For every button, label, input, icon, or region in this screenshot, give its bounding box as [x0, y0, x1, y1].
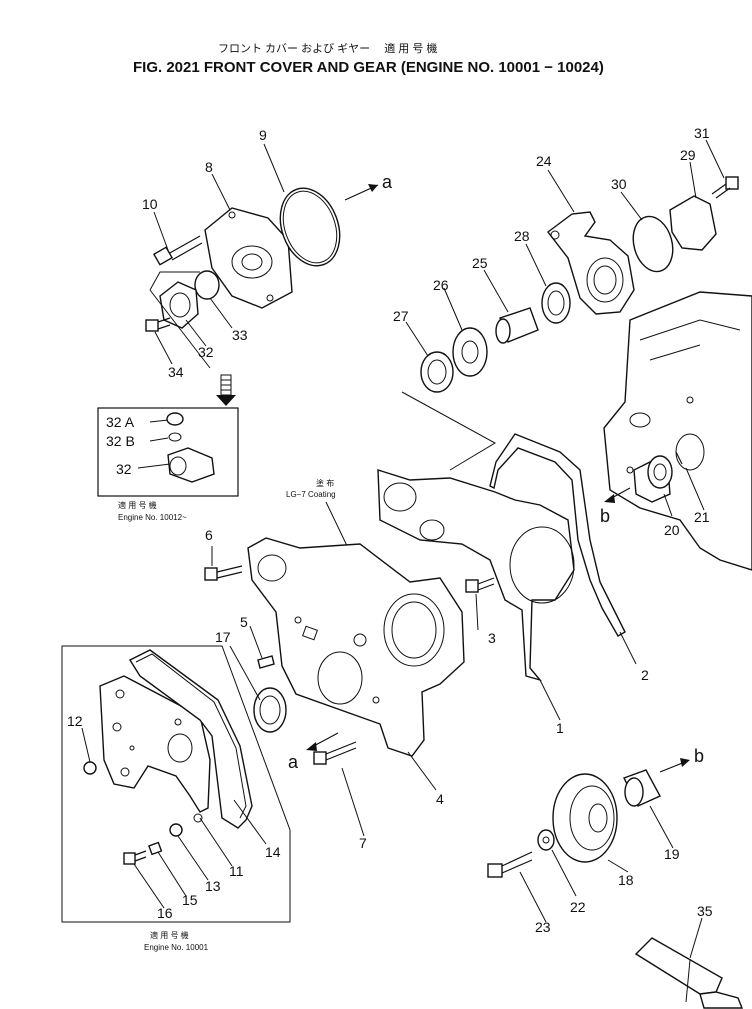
- part-5-pin: [257, 655, 275, 669]
- callout-6: 6: [205, 527, 213, 543]
- inset-label-32: 32: [116, 461, 132, 477]
- part-30-oring: [632, 215, 674, 273]
- part-9-oring: [279, 187, 341, 267]
- callout-20: 20: [664, 522, 680, 538]
- part-13-nut: [169, 823, 183, 837]
- callout-35: 35: [697, 903, 713, 919]
- part-23-bolt: [487, 851, 533, 878]
- part-20-sleeve: [633, 455, 673, 503]
- inset-label-32b: 32 B: [106, 433, 135, 449]
- callout-31: 31: [694, 125, 710, 141]
- part-2-gasket: [489, 433, 626, 637]
- callout-9: 9: [259, 127, 267, 143]
- callout-23: 23: [535, 919, 551, 935]
- inset-label-32a: 32 A: [106, 414, 135, 430]
- callout-28: 28: [514, 228, 530, 244]
- inset-top-caption: Engine No. 10012~: [118, 513, 187, 522]
- japanese-title: フロント カバー および ギヤー 適 用 号 機: [218, 41, 437, 55]
- callout-7: 7: [359, 835, 367, 851]
- inset-bottom-box: [61, 645, 291, 923]
- callout-24: 24: [536, 153, 552, 169]
- part-26-gear: [452, 327, 488, 377]
- callout-17: 17: [215, 629, 231, 645]
- callout-29: 29: [680, 147, 696, 163]
- callout-21: 21: [694, 509, 710, 525]
- part-15-spacer: [148, 841, 163, 856]
- callout-32: 32: [198, 344, 214, 360]
- part-19-bushing: [623, 769, 661, 807]
- part-8-plate: [204, 207, 293, 309]
- callout-1: 1: [556, 720, 564, 736]
- part-4-front-cover: [247, 537, 465, 757]
- callout-30: 30: [611, 176, 627, 192]
- callout-11: 11: [229, 863, 244, 879]
- part-18-gear: [552, 773, 618, 863]
- callout-16: 16: [157, 905, 173, 921]
- callout-27: 27: [393, 308, 409, 324]
- callout-14: 14: [265, 844, 281, 860]
- part-10-bolt: [152, 235, 203, 266]
- hatched-arrow-down: [216, 374, 236, 406]
- callout-13: 13: [205, 878, 221, 894]
- part-31-bolt: [711, 176, 739, 199]
- callout-8: 8: [205, 159, 213, 175]
- callout-26: 26: [433, 277, 449, 293]
- part-1-gasket: [377, 469, 575, 682]
- callout-numbers: 1 2 3 4 5 6 7 8 9 10 11 12 13 14 15 16 1…: [67, 125, 713, 935]
- part-27-bearing: [420, 351, 454, 393]
- part-16-bolt: [123, 850, 147, 865]
- part-35-tool: [634, 937, 744, 1009]
- inset-bottom-caption-jp: 適 用 号 機: [150, 930, 189, 940]
- part-32-flange: [159, 281, 199, 329]
- part-34-bolt: [145, 317, 171, 332]
- inset-top-caption-jp: 適 用 号 機: [118, 500, 157, 510]
- part-25-shaft: [495, 307, 539, 344]
- callout-34: 34: [168, 364, 184, 380]
- callout-12: 12: [67, 713, 83, 729]
- part-12-nut: [83, 761, 97, 775]
- callout-15: 15: [182, 892, 198, 908]
- coating-text: LG−7 Coating: [286, 490, 336, 499]
- callout-33: 33: [232, 327, 248, 343]
- arrow-label-a-top: a: [382, 172, 393, 192]
- coating-jp: 塗 布: [316, 478, 334, 488]
- arrow-label-b-mid: b: [694, 746, 704, 766]
- callout-19: 19: [664, 846, 680, 862]
- callout-4: 4: [436, 791, 444, 807]
- part-22-washer: [537, 829, 555, 851]
- callout-10: 10: [142, 196, 158, 212]
- callout-22: 22: [570, 899, 586, 915]
- callout-25: 25: [472, 255, 488, 271]
- callout-3: 3: [488, 630, 496, 646]
- figure-title: FIG. 2021 FRONT COVER AND GEAR (ENGINE N…: [133, 59, 604, 76]
- part-24-housing: [547, 211, 635, 315]
- part-6-bolt: [204, 565, 243, 581]
- part-29-cover: [669, 195, 717, 251]
- leader-lines: [81, 139, 725, 959]
- inset-bottom-caption: Engine No. 10001: [144, 943, 209, 952]
- arrow-label-a-mid: a: [288, 752, 299, 772]
- callout-18: 18: [618, 872, 634, 888]
- callout-5: 5: [240, 614, 248, 630]
- part-7-bolt: [313, 741, 357, 765]
- part-28-bearing: [541, 282, 571, 324]
- part-3-bolt: [465, 577, 495, 593]
- part-33-oring: [194, 270, 220, 300]
- engine-block: [603, 291, 752, 571]
- callout-2: 2: [641, 667, 649, 683]
- arrow-label-b-right: b: [600, 506, 610, 526]
- part-17-seal: [253, 687, 287, 733]
- part-14-gasket: [128, 649, 253, 829]
- inset-top-box: [97, 407, 239, 497]
